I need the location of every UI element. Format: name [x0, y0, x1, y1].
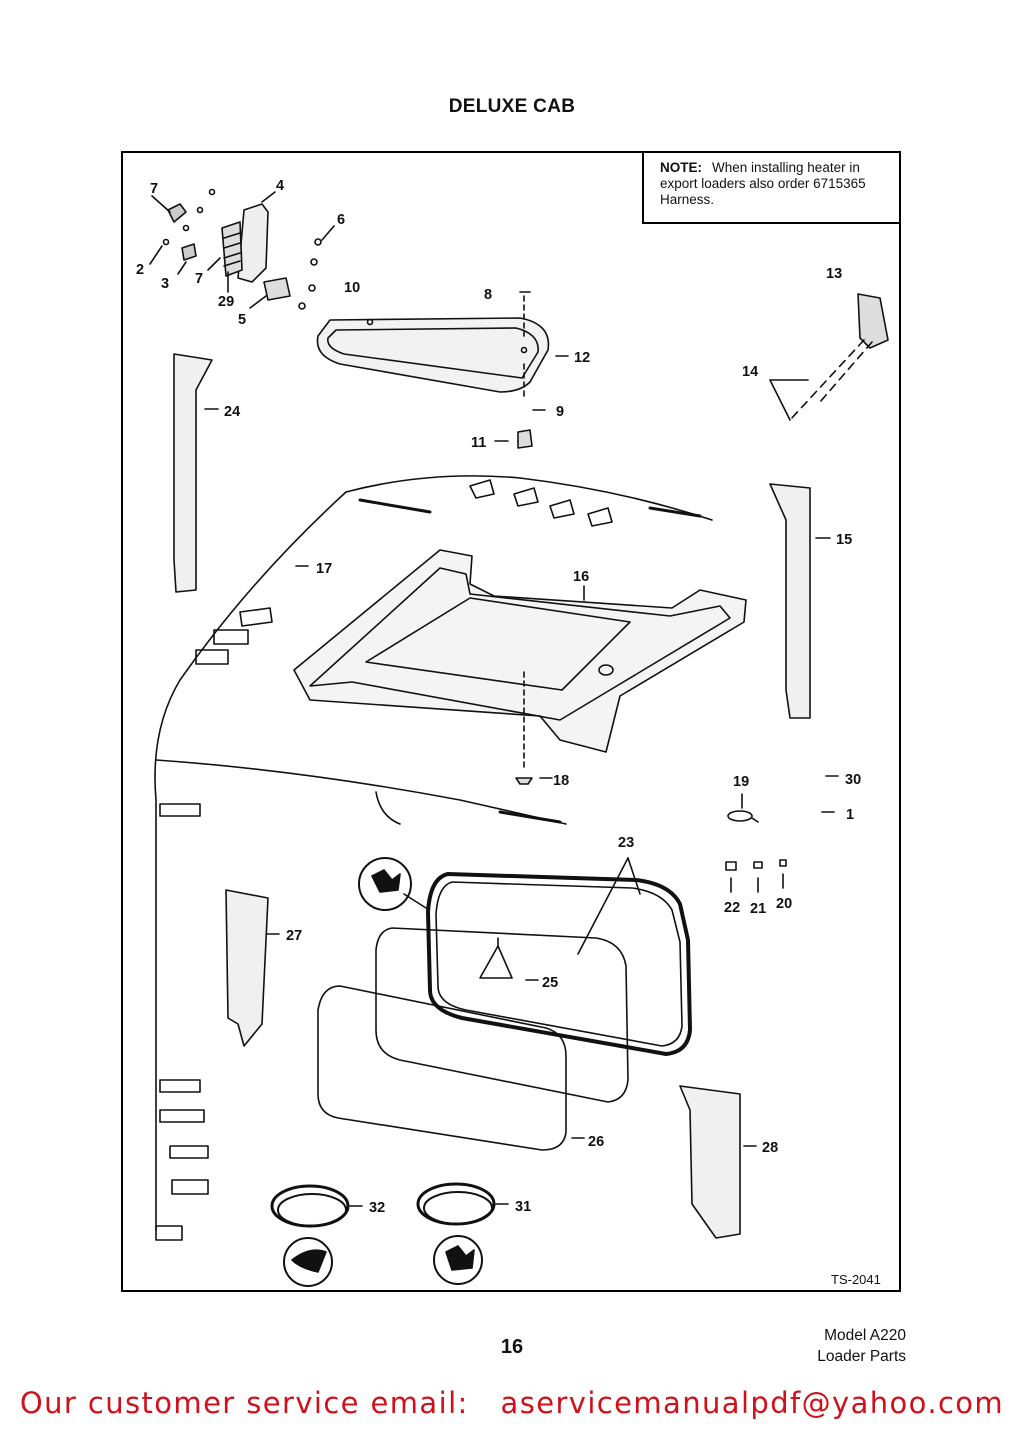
harness-17-drawing	[154, 475, 713, 1241]
callout-12: 12	[574, 350, 590, 366]
callout-9: 9	[556, 404, 564, 420]
page-title: DELUXE CAB	[448, 96, 576, 117]
trim-27-drawing	[225, 889, 269, 1047]
callout-21: 21	[750, 901, 766, 917]
diagram-id: TS-2041	[831, 1272, 881, 1287]
callout-31: 31	[515, 1199, 531, 1215]
diagram-frame	[121, 151, 901, 1292]
page-number: 16	[500, 1336, 524, 1358]
callout-26: 26	[588, 1134, 604, 1150]
parts-line: Loader Parts	[817, 1348, 906, 1365]
post-15-drawing	[769, 483, 811, 719]
callout-29: 30	[845, 772, 861, 788]
small-parts-drawing	[725, 775, 839, 893]
callout-32: 32	[369, 1200, 385, 1216]
callout-27: 27	[286, 928, 302, 944]
callout-1: 1	[846, 807, 854, 823]
note-text: When installing heater in export loaders…	[660, 160, 866, 207]
post-24-drawing	[173, 353, 213, 593]
trim-28-drawing	[679, 1085, 741, 1239]
model-info: Model A220 Loader Parts	[817, 1325, 906, 1367]
callout-28: 28	[762, 1140, 778, 1156]
callout-13: 13	[826, 266, 842, 282]
callout-4: 4	[276, 178, 284, 194]
callout-14: 14	[742, 364, 758, 380]
callout-labels: 4 7 6 2 3 7 29 5 10 8 12 9 11 13 14 24 1…	[136, 178, 861, 1216]
callout-7a: 7	[150, 181, 158, 197]
note-label: NOTE:	[660, 160, 702, 175]
footer-contact: Our customer service email: aservicemanu…	[19, 1386, 1005, 1420]
callout-22: 22	[724, 900, 740, 916]
callout-8: 8	[484, 287, 492, 303]
panel-12-drawing	[316, 291, 569, 449]
callout-23: 23	[618, 835, 634, 851]
callout-24: 24	[224, 404, 240, 420]
callout-2: 2	[136, 262, 144, 278]
callout-17: 17	[316, 561, 332, 577]
installation-note: NOTE:When installing heater in export lo…	[642, 151, 901, 224]
callout-10: 10	[344, 280, 360, 296]
callout-20: 20	[776, 896, 792, 912]
model-line: Model A220	[824, 1327, 906, 1344]
seals-drawing	[270, 1182, 509, 1287]
callout-3: 3	[161, 276, 169, 292]
callout-30: 29	[218, 294, 234, 310]
headliner-16-drawing	[293, 549, 747, 785]
callout-6: 6	[337, 212, 345, 228]
callout-11: 11	[471, 435, 486, 451]
callout-16: 16	[573, 569, 589, 585]
door-window-drawing	[317, 857, 692, 1151]
callout-25: 25	[542, 975, 558, 991]
heater-assembly-drawing	[149, 188, 335, 310]
callout-19: 19	[733, 774, 749, 790]
callout-5: 5	[238, 312, 246, 328]
part-13-drawing	[769, 293, 889, 421]
callout-18: 18	[553, 773, 569, 789]
callout-15: 15	[836, 532, 852, 548]
callout-7b: 7	[195, 271, 203, 287]
